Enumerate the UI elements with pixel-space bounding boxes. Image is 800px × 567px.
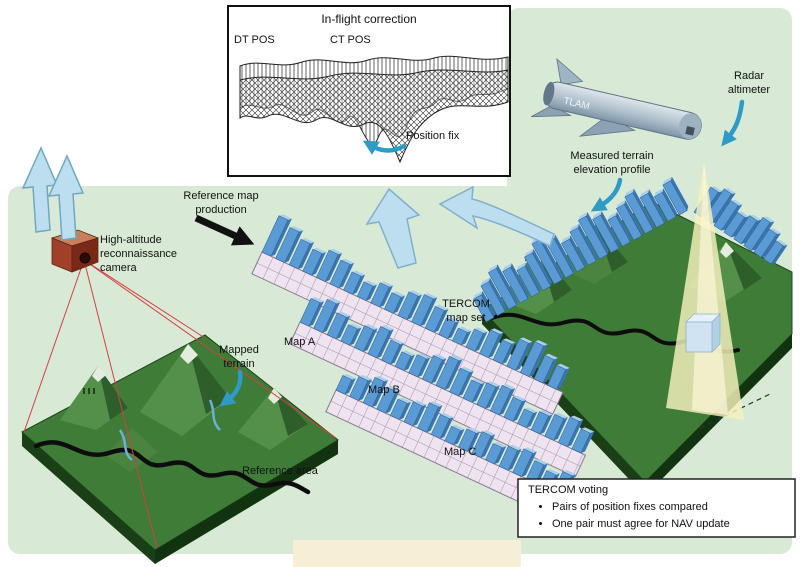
map-to-correction-arrow (365, 187, 421, 269)
reference-map-production-label: Reference map production (183, 190, 259, 216)
reference-area-label: Reference area (242, 465, 318, 477)
tercom-voting-box (517, 478, 796, 538)
terrain-to-correction-arrow (438, 185, 555, 248)
camera-sightlines (23, 259, 337, 549)
tercom-voting-title: TERCOM voting (528, 484, 609, 496)
measured-profile-label: Measured terrain elevation profile (570, 150, 654, 176)
radar-altimeter-arrow (721, 99, 745, 147)
callout-arrows (219, 99, 745, 407)
map-production-arrow (194, 214, 255, 246)
reference-terrain-block (21, 334, 339, 564)
measured-profile-arrow (590, 177, 623, 212)
map-b-label: Map B (368, 384, 400, 396)
terrain-profile-graphic (239, 55, 509, 164)
ct-pos-label: CT POS (330, 34, 371, 46)
voting-bullet: Pairs of position fixes compared (552, 499, 800, 516)
tlam-missile: TLAM (530, 57, 702, 140)
voting-bullet-list: Pairs of position fixes compared One pai… (534, 499, 800, 532)
missile-exhaust (543, 81, 555, 106)
missile-tail-fin (556, 57, 584, 86)
elevation-profile-bars (473, 176, 689, 323)
inflight-correction-title: In-flight correction (321, 12, 417, 26)
map-c-bars (335, 374, 576, 496)
camera-label: High-altitude reconnaissance camera (100, 234, 178, 274)
tercom-map-set-label: TERCOM map set (442, 298, 490, 324)
missile-nose (678, 113, 702, 140)
camera-lens (79, 252, 91, 264)
upload-arrows (21, 146, 85, 241)
map-b-bars (299, 296, 595, 454)
map-a-label: Map A (284, 336, 316, 348)
map-c-label: Map C (444, 446, 477, 458)
position-fix-arrow (362, 140, 407, 155)
vegetation-marks (83, 388, 95, 394)
mapped-terrain-label: Mapped terrain (219, 344, 259, 370)
bottom-accent-strip (293, 540, 521, 567)
position-fix-label: Position fix (406, 130, 460, 142)
radar-altimeter-label: Radar altimeter (727, 70, 771, 96)
voting-bullet: One pair must agree for NAV update (552, 516, 800, 533)
map-a-bars (261, 214, 570, 390)
river (33, 440, 311, 495)
tercom-map-strip-c (325, 374, 576, 522)
tercom-map-strip-b (289, 296, 595, 478)
dt-pos-label: DT POS (234, 34, 275, 46)
mapped-terrain-arrow (219, 369, 243, 407)
highlight-cell-box (685, 313, 721, 353)
missile-sensor-window (685, 126, 695, 136)
